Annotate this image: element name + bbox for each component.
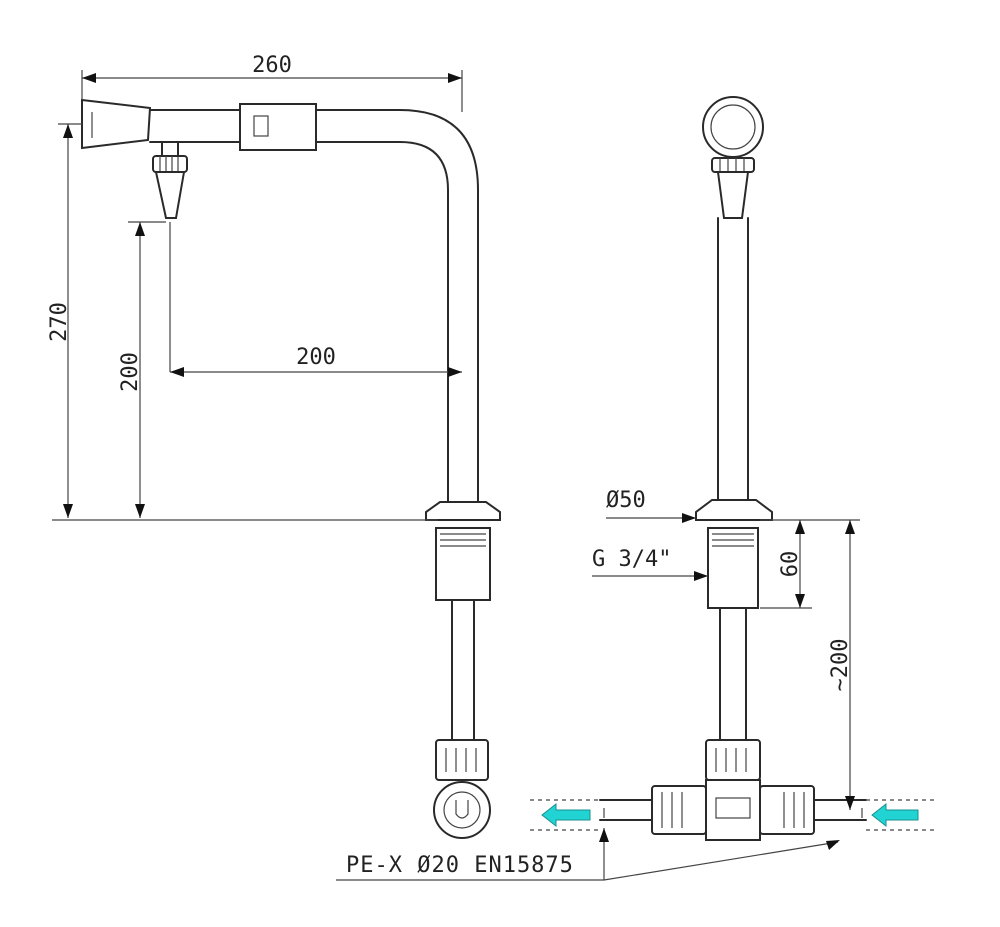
flow-arrow-icon — [871, 802, 919, 828]
dim-spout-reach: 200 — [296, 345, 336, 370]
tap-handle — [81, 98, 152, 150]
dim-pipe-length: ~200 — [828, 639, 853, 692]
dim-spout-height: 200 — [118, 352, 143, 392]
arm-collar — [239, 103, 317, 151]
dim-flange-diameter: Ø50 — [606, 488, 646, 513]
flow-arrow-icon — [541, 802, 591, 828]
front-view-dimensions: Ø50 G 3/4" 60 ~200 PE-X Ø20 EN15875 — [336, 488, 860, 881]
dim-total-width: 260 — [252, 53, 292, 78]
pipe-spec-label: PE-X Ø20 EN15875 — [346, 853, 574, 878]
front-nozzle-nut — [711, 157, 755, 173]
base-flange — [425, 501, 501, 521]
nozzle-tip — [154, 171, 186, 219]
front-ring — [702, 96, 764, 158]
thread-shank — [435, 527, 491, 601]
front-nozzle-tip — [716, 171, 750, 219]
side-view — [81, 98, 501, 839]
pipe-connector — [435, 739, 489, 781]
dim-thread-length: 60 — [778, 551, 803, 578]
dim-thread: G 3/4" — [592, 547, 671, 572]
tee-body — [705, 779, 761, 841]
spout-arm-outer — [315, 109, 479, 503]
front-connector — [705, 739, 761, 781]
tee-end-view — [433, 781, 491, 839]
tee-left-connector — [651, 785, 707, 835]
spout-arm-inner — [315, 141, 449, 503]
tee-right-connector — [759, 785, 815, 835]
front-flange — [695, 499, 773, 521]
front-thread-shank — [707, 527, 759, 609]
dim-total-height: 270 — [47, 302, 72, 342]
front-view — [530, 96, 936, 841]
side-view-dimensions: 260 270 200 200 — [47, 53, 463, 521]
nozzle-nut — [152, 155, 188, 173]
